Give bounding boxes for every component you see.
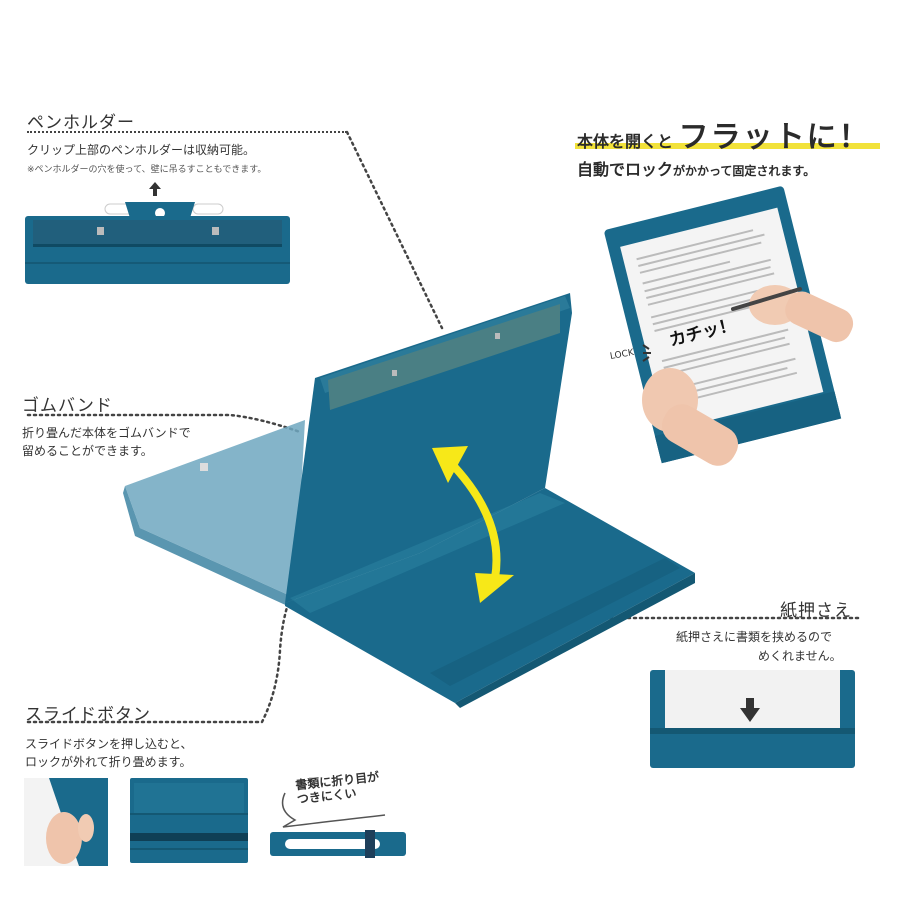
pen-holder-note: ※ペンホルダーの穴を使って、壁に吊るすこともできます。 — [27, 165, 267, 175]
title-emphasis: フラットに！ — [678, 120, 871, 155]
flat-feature-subtitle: 自動でロックがかかって固定されます。 — [577, 160, 816, 179]
speech-bubble — [281, 792, 386, 828]
paper-holder-line-2: めくれません。 — [758, 649, 842, 663]
clipboard-in-use-illustration — [604, 186, 854, 466]
title-prefix: 本体を開くと — [577, 132, 674, 151]
flat-feature-title: 本体を開くと フラットに！ — [577, 112, 871, 156]
double-curved-arrow-icon — [432, 446, 514, 603]
folded-side-view-thumbnail — [270, 830, 406, 858]
slide-button-heading: スライドボタン — [25, 705, 151, 725]
slide-button-line-1: スライドボタンを押し込むと、 — [25, 737, 193, 751]
rubber-band-heading: ゴムバンド — [22, 396, 113, 416]
pen-holder-description: クリップ上部のペンホルダーは収納可能。 — [27, 143, 256, 157]
title-highlight — [575, 143, 880, 149]
arrow-down-icon — [740, 698, 760, 722]
paper-holder-illustration — [650, 670, 855, 768]
paper-holder-line-1: 紙押さえに書類を挟めるので — [676, 630, 833, 644]
pen-holder-leader-line — [27, 131, 347, 133]
pen-holder-heading: ペンホルダー — [27, 113, 135, 133]
slide-button-line-2: ロックが外れて折り畳めます。 — [25, 755, 192, 769]
arrow-up-icon — [149, 182, 161, 196]
folded-with-band-thumbnail — [130, 778, 248, 863]
pen-holder-illustration — [25, 182, 290, 284]
rubber-band-line-2: 留めることができます。 — [22, 444, 153, 458]
rubber-band-line-1: 折り畳んだ本体をゴムバンドで — [22, 426, 191, 440]
paper-holder-heading: 紙押さえ — [780, 601, 852, 621]
slide-button-hand-thumbnail — [24, 778, 108, 866]
main-product-illustration — [123, 293, 695, 708]
lock-sound-icon — [642, 344, 651, 362]
